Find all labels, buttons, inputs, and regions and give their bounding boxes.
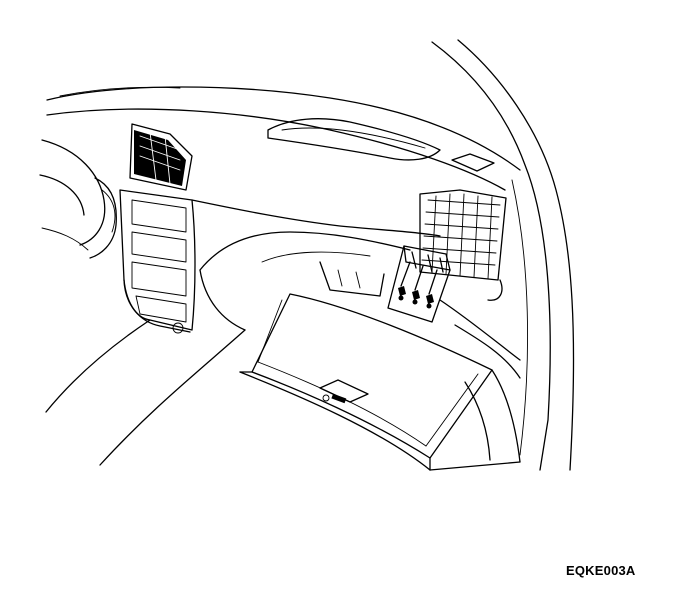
lower-dash-panel <box>191 199 441 331</box>
passenger-vent <box>419 189 507 301</box>
steering-column <box>39 139 117 259</box>
solar-sensor <box>451 153 495 172</box>
center-vent <box>129 123 193 191</box>
glovebox-door <box>239 293 493 471</box>
dashboard-top <box>46 86 521 191</box>
center-console <box>119 189 196 334</box>
mounting-bracket <box>387 245 451 323</box>
floor-trim <box>45 319 521 471</box>
glovebox-cavity <box>319 261 521 379</box>
figure-code-label: EQKE003A <box>566 563 636 578</box>
defroster-vent <box>267 118 441 161</box>
a-pillar <box>431 39 575 471</box>
